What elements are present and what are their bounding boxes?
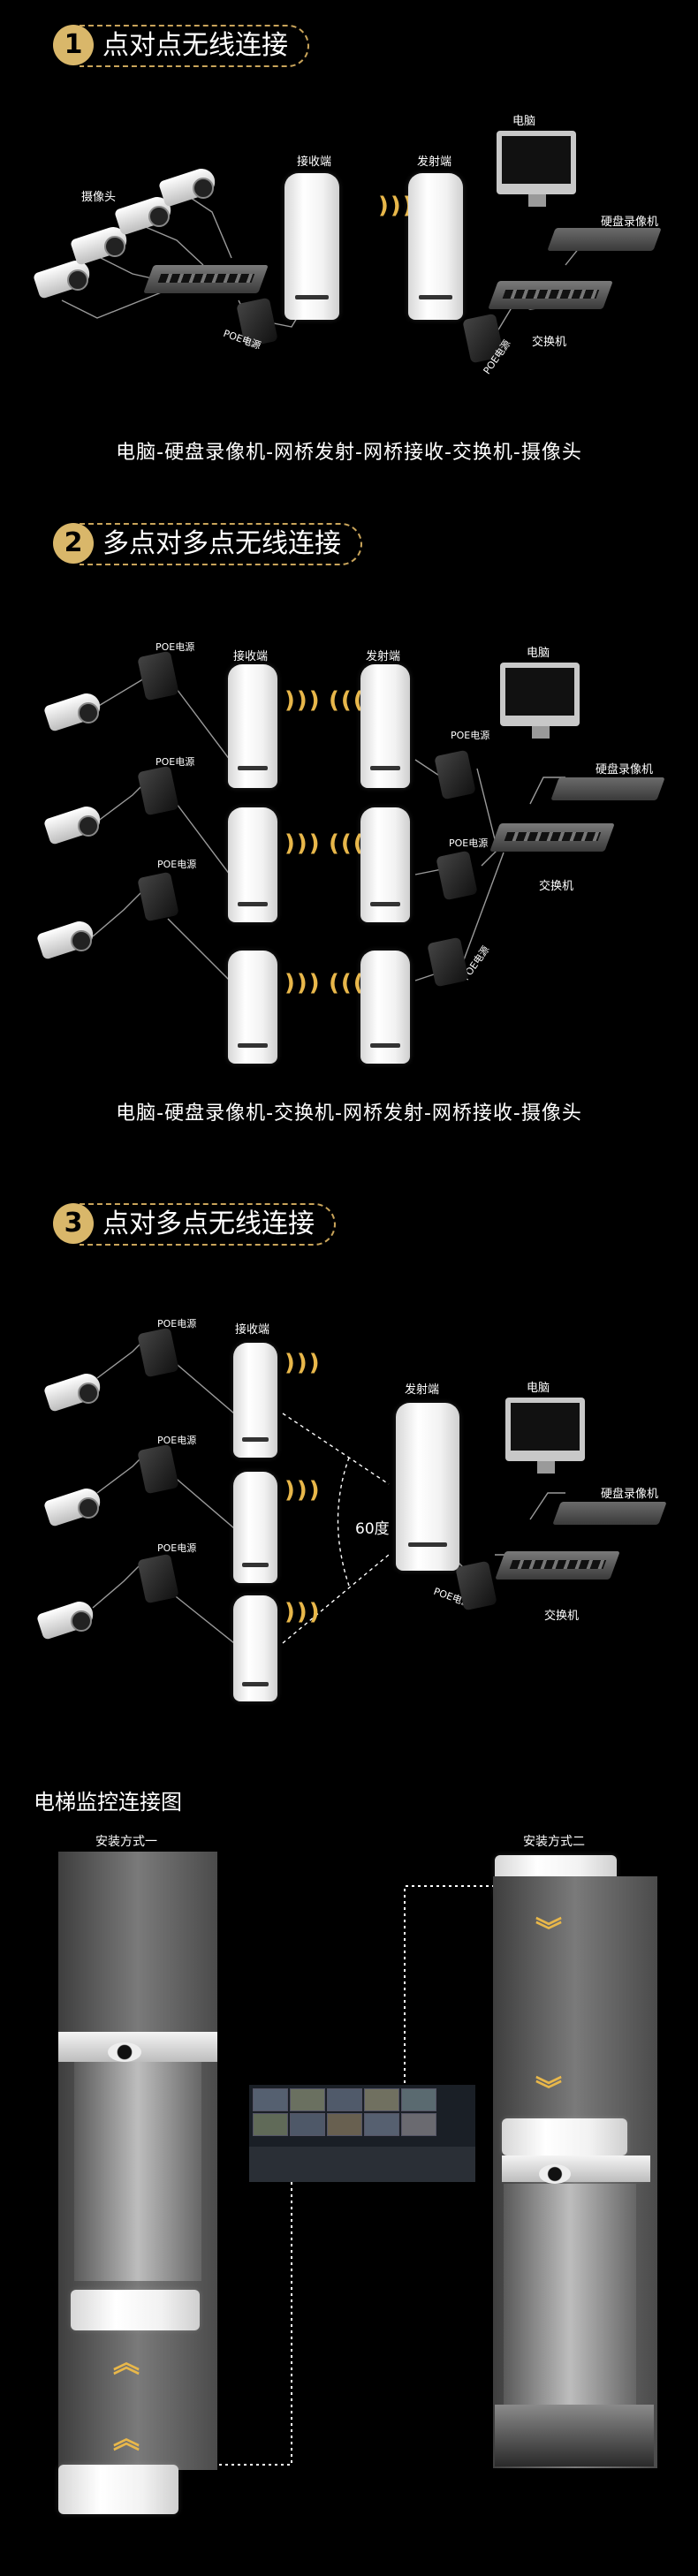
receiver-label: 接收端 [297,155,332,169]
elevator-bridge-shaft-left [58,2465,178,2514]
camera-icon [69,224,131,266]
camera-icon [35,1598,97,1640]
pc-label: 电脑 [512,115,536,128]
switch-label: 交换机 [532,336,567,349]
section4-title: 电梯监控连接图 [34,1790,182,1815]
monitor-icon [500,663,580,739]
poe-label: POE电源 [156,641,195,653]
signal-waves-icon: ))) [285,830,322,857]
signal-waves-icon: ))) [285,687,322,714]
elevator-car-left [74,2058,201,2281]
signal-waves-icon: ))) [285,970,322,996]
transmitter-label: 发射端 [405,1383,440,1397]
monitoring-room-image [249,2085,475,2182]
camera-icon [42,1485,104,1527]
monitor-icon [497,131,576,207]
nvr-label: 硬盘录像机 [601,216,659,229]
camera-icon [157,165,219,208]
signal-waves-icon: ))) [285,1477,322,1504]
signal-waves-icon: ))) [378,193,415,219]
signal-waves-icon: ((( [329,970,366,996]
nvr-label: 硬盘录像机 [601,1488,659,1501]
dome-camera-icon [108,2042,141,2062]
nvr-label: 硬盘录像机 [596,763,654,777]
camera-icon [42,1370,104,1413]
signal-waves-icon: ︽ [535,1913,562,1943]
poe-label: POE电源 [156,756,195,768]
signal-waves-icon: ︽ [535,2072,562,2102]
receiver-bridge [228,664,277,788]
section2-title: 多点对多点无线连接 [80,523,362,565]
switch-label: 交换机 [539,880,574,893]
transmitter-bridge [396,1403,459,1571]
receiver-bridge [233,1472,277,1583]
receiver-bridge [285,173,339,320]
pc-label: 电脑 [527,1382,550,1395]
method1-label: 安装方式一 [95,1835,157,1849]
elevator-bridge-car-right [502,2118,627,2156]
signal-waves-icon: ︽ [113,2348,140,2379]
receiver-label: 接收端 [233,650,269,663]
elevator-floor-right [495,2405,654,2466]
method2-label: 安装方式二 [523,1835,585,1849]
poe-label: POE电源 [157,1435,197,1446]
elevator-ceiling-right [502,2156,650,2182]
receiver-bridge [233,1343,277,1458]
receiver-bridge [228,807,277,922]
signal-waves-icon: ))) [285,1350,322,1376]
camera-icon [42,803,104,845]
camera-icon [113,193,175,236]
camera-icon [35,918,97,960]
angle-label: 60度 [355,1520,390,1538]
camera-label: 摄像头 [81,191,117,204]
section3-wires [92,1333,565,1644]
camera-icon [32,257,94,299]
poe-label: POE电源 [157,859,197,870]
dome-camera-icon [539,2164,571,2184]
pc-label: 电脑 [527,647,550,660]
poe-label: POE电源 [451,730,490,741]
elevator-bridge-car-left [71,2290,200,2330]
poe-label: POE电源 [449,837,489,849]
signal-waves-icon: ︽ [113,2424,140,2455]
receiver-bridge [228,951,277,1064]
receiver-label: 接收端 [235,1323,270,1337]
transmitter-bridge [360,664,410,788]
transmitter-bridge [408,173,463,320]
section2-caption: 电脑-硬盘录像机-交换机-网桥发射-网桥接收-摄像头 [116,1102,582,1125]
camera-icon [42,690,104,732]
signal-waves-icon: ))) [285,1599,322,1625]
transmitter-label: 发射端 [366,650,401,663]
poe-label: POE电源 [157,1318,197,1330]
section1-title: 点对点无线连接 [80,25,309,67]
signal-waves-icon: ((( [329,830,366,857]
transmitter-bridge [360,807,410,922]
poe-label: POE电源 [157,1542,197,1554]
section3-title: 点对多点无线连接 [80,1203,336,1246]
transmitter-bridge [360,951,410,1064]
switch-label: 交换机 [544,1610,580,1623]
monitor-icon [505,1398,585,1474]
section1-caption: 电脑-硬盘录像机-网桥发射-网桥接收-交换机-摄像头 [116,442,582,464]
signal-waves-icon: ((( [329,687,366,714]
elevator-car-right [504,2184,636,2405]
receiver-bridge [233,1595,277,1701]
transmitter-label: 发射端 [417,155,452,169]
